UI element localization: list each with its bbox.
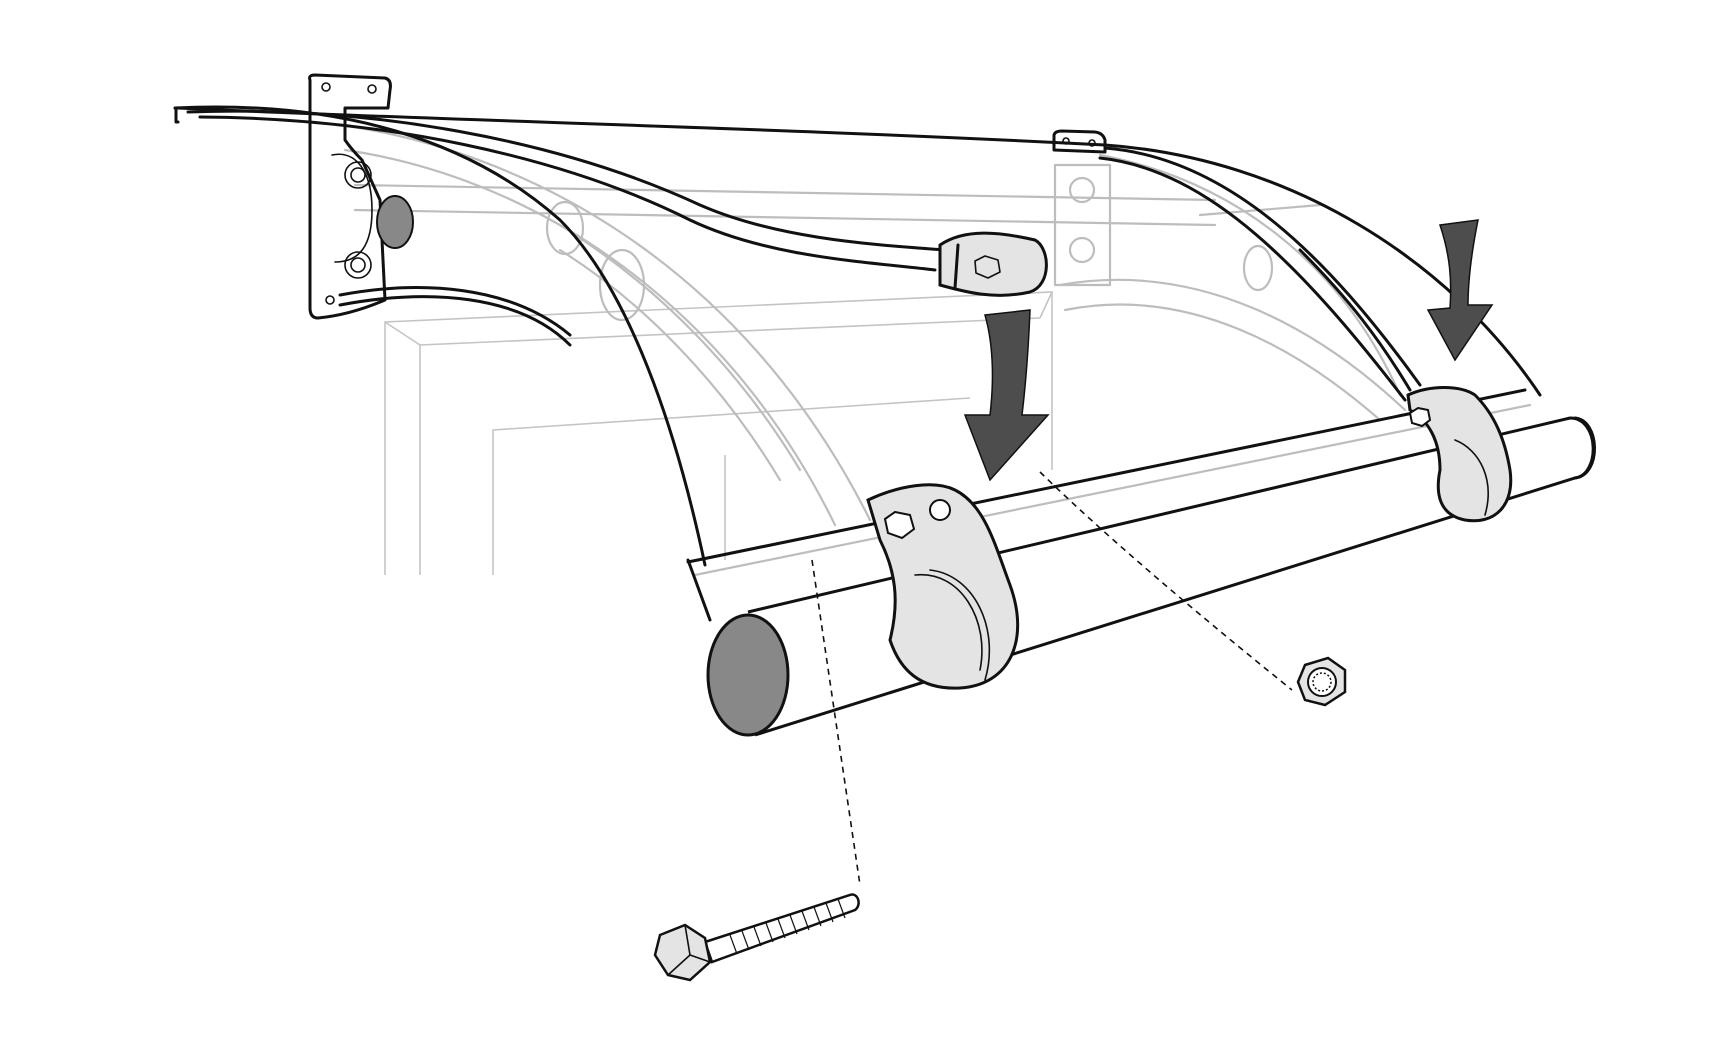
assembly-guide-lines (811, 471, 1293, 886)
window-frame (384, 291, 1053, 575)
right-arch-arm (1098, 146, 1422, 402)
right-wall-bracket (1052, 129, 1107, 154)
down-arrow-icon (963, 309, 1050, 482)
left-tube-clamp (866, 483, 1020, 690)
left-wall-bracket (308, 73, 572, 347)
hex-nut-icon (1296, 656, 1347, 707)
down-arrow-icon (1426, 219, 1494, 362)
left-arch-arm (186, 109, 1048, 297)
right-tube-clamp (1406, 386, 1513, 523)
hex-bolt-icon (653, 893, 860, 982)
